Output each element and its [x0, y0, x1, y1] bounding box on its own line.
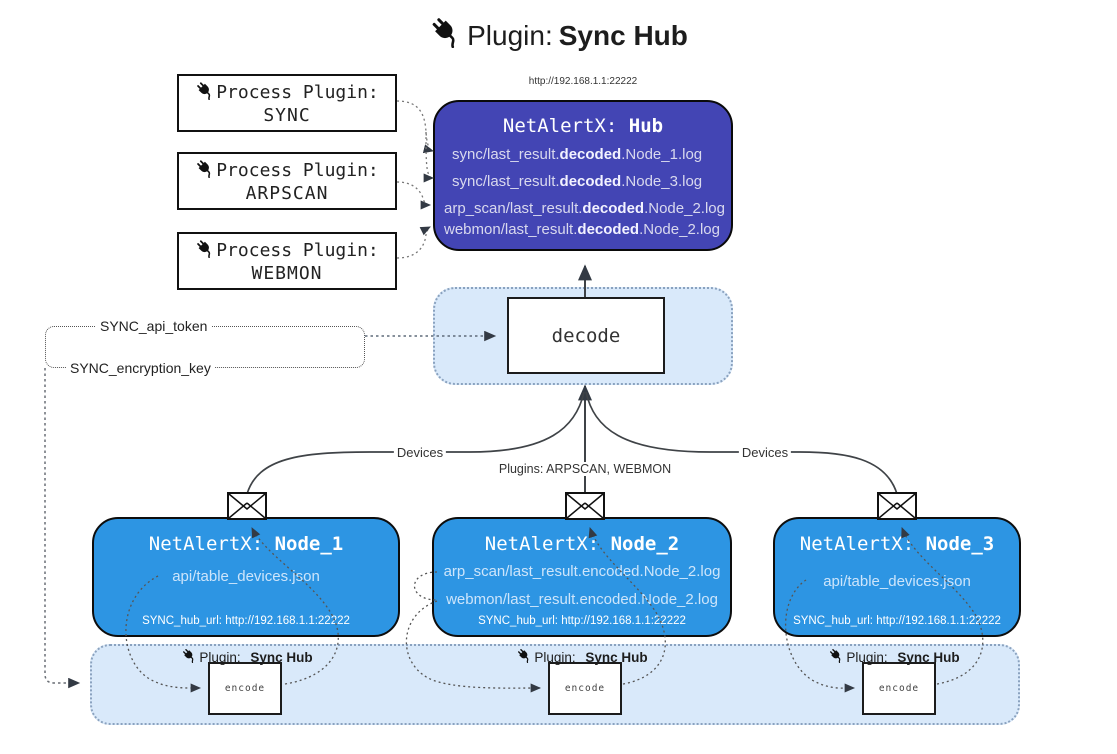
node-file: arp_scan/last_result.encoded.Node_2.log — [443, 563, 721, 580]
config-encryption-key-label: SYNC_encryption_key — [66, 360, 215, 376]
node-hub-url: SYNC_hub_url: http://192.168.1.1:22222 — [142, 615, 350, 627]
process-plugin-webmon: Process Plugin: WEBMON — [177, 232, 397, 290]
envelope-icon — [227, 492, 267, 520]
hub-title: NetAlertX: Hub — [435, 115, 731, 137]
encoder-plugin-label: Plugin: Sync Hub — [516, 647, 648, 666]
process-plugin-label: Process Plugin: — [216, 82, 379, 103]
envelope-icon — [565, 492, 605, 520]
node-hub-url: SYNC_hub_url: http://192.168.1.1:22222 — [793, 615, 1001, 627]
hub-title-name: Hub — [628, 115, 664, 137]
encoder-plugin-label: Plugin: Sync Hub — [828, 647, 960, 666]
node-3-box: NetAlertX: Node_3 api/table_devices.json… — [773, 517, 1021, 637]
process-plugin-name: WEBMON — [251, 262, 323, 284]
plug-icon — [516, 647, 533, 666]
envelope-icon — [877, 492, 917, 520]
hub-title-label: NetAlertX: — [502, 115, 618, 137]
encode-box: encode — [208, 662, 282, 715]
plug-icon — [828, 647, 845, 666]
hub-box: NetAlertX: Hub sync/last_result.decoded.… — [433, 100, 733, 251]
plug-icon — [195, 79, 216, 105]
process-plugin-name: ARPSCAN — [245, 182, 329, 204]
plug-icon — [181, 647, 198, 666]
encode-box: encode — [548, 662, 622, 715]
encoder-plugin-label: Plugin: Sync Hub — [181, 647, 313, 666]
process-plugin-label: Process Plugin: — [216, 160, 379, 181]
hub-log-line: webmon/last_result.decoded.Node_2.log — [444, 221, 720, 238]
process-plugin-name: SYNC — [263, 104, 311, 126]
hub-log-line: sync/last_result.decoded.Node_3.log — [452, 173, 703, 190]
node-title: NetAlertX: Node_3 — [799, 533, 995, 555]
node-file: api/table_devices.json — [172, 568, 320, 585]
page-title: Plugin: Sync Hub — [0, 14, 1117, 55]
node-1-box: NetAlertX: Node_1 api/table_devices.json… — [92, 517, 400, 637]
process-plugin-label: Process Plugin: — [216, 240, 379, 261]
node-2-box: NetAlertX: Node_2 arp_scan/last_result.e… — [432, 517, 732, 637]
node-file: api/table_devices.json — [823, 573, 971, 590]
plug-icon — [195, 157, 216, 183]
edge-label-devices-left: Devices — [393, 445, 447, 460]
process-plugin-arpscan: Process Plugin: ARPSCAN — [177, 152, 397, 210]
encode-box: encode — [862, 662, 936, 715]
page-title-label: Plugin: — [467, 19, 553, 51]
plug-icon — [428, 14, 464, 55]
edge-label-devices-right: Devices — [738, 445, 792, 460]
config-api-token-label: SYNC_api_token — [96, 318, 212, 334]
hub-log-line: arp_scan/last_result.decoded.Node_2.log — [444, 200, 725, 217]
node-title: NetAlertX: Node_1 — [148, 533, 344, 555]
edge-label-plugins: Plugins: ARPSCAN, WEBMON — [495, 462, 675, 476]
plug-icon — [195, 237, 216, 263]
process-plugin-sync: Process Plugin: SYNC — [177, 74, 397, 132]
node-file: webmon/last_result.encoded.Node_2.log — [446, 591, 718, 608]
node-hub-url: SYNC_hub_url: http://192.168.1.1:22222 — [478, 615, 686, 627]
node-title: NetAlertX: Node_2 — [484, 533, 680, 555]
hub-url-label: http://192.168.1.1:22222 — [528, 76, 638, 87]
page-title-name: Sync Hub — [558, 19, 688, 51]
hub-log-line: sync/last_result.decoded.Node_1.log — [452, 146, 703, 163]
decode-box: decode — [507, 297, 665, 374]
